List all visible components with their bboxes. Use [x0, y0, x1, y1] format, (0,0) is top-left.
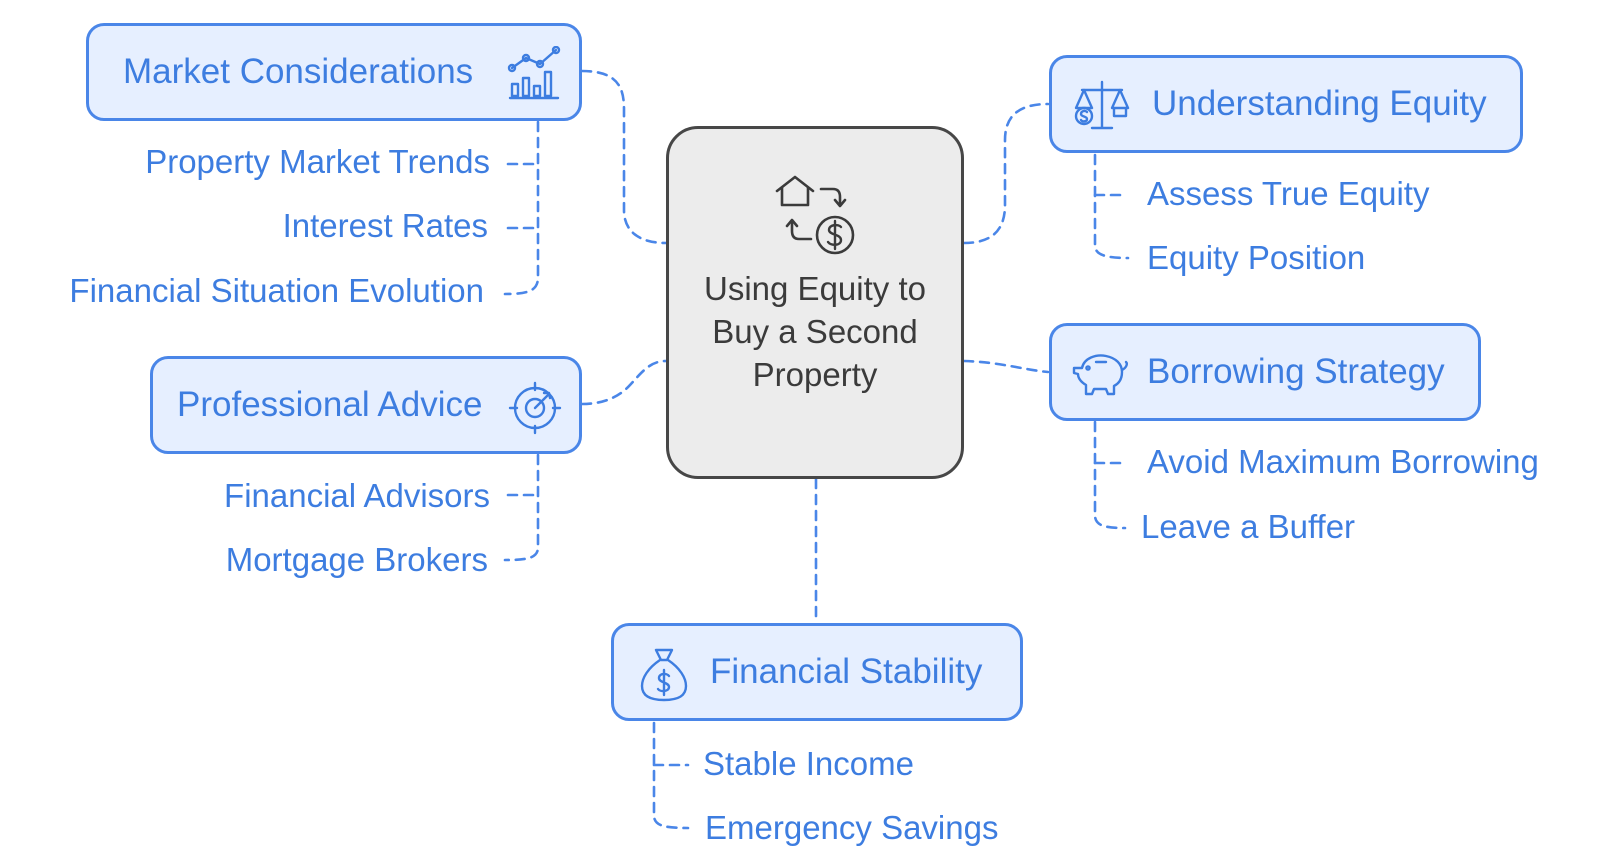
- leaf-avoid-maximum-borrowing: Avoid Maximum Borrowing: [1147, 443, 1539, 480]
- leaf-leave-a-buffer: Leave a Buffer: [1141, 508, 1356, 545]
- branch-label: Understanding Equity: [1152, 84, 1487, 123]
- piggy-bank-icon: [1072, 348, 1130, 398]
- branch-market-considerations[interactable]: Market Considerations: [86, 23, 582, 121]
- connector-market: [580, 69, 668, 245]
- leaf-property-market-trends: Property Market Trends: [145, 143, 490, 180]
- branch-label: Market Considerations: [123, 52, 474, 91]
- leaf-financial-advisors: Financial Advisors: [224, 477, 490, 514]
- money-bag-icon: [640, 646, 688, 702]
- leaf-equity-position: Equity Position: [1147, 239, 1366, 276]
- connector-equity-items: [1093, 153, 1130, 260]
- connector-professional: [580, 359, 668, 406]
- central-topic-title: Using Equity to Buy a Second Property: [704, 270, 926, 393]
- target-icon: [508, 381, 562, 435]
- branch-understanding-equity[interactable]: Understanding Equity: [1049, 55, 1523, 153]
- branch-professional-advice[interactable]: Professional Advice: [150, 356, 582, 454]
- connector-professional-items: [503, 453, 540, 562]
- central-topic: Using Equity to Buy a Second Property: [666, 126, 964, 479]
- scale-icon: [1074, 78, 1130, 134]
- branch-label: Financial Stability: [710, 652, 983, 691]
- leaf-mortgage-brokers: Mortgage Brokers: [225, 541, 488, 578]
- connector-market-items: [503, 120, 540, 296]
- leaf-financial-situation-evolution: Financial Situation Evolution: [69, 272, 484, 309]
- branch-label: Professional Advice: [177, 385, 483, 424]
- leaf-assess-true-equity: Assess True Equity: [1147, 175, 1430, 212]
- house-money-exchange-icon: [771, 169, 861, 259]
- branch-borrowing-strategy[interactable]: Borrowing Strategy: [1049, 323, 1481, 421]
- connector-stability-items: [652, 721, 690, 830]
- connector-equity: [962, 102, 1050, 245]
- branch-label: Borrowing Strategy: [1147, 352, 1445, 391]
- connector-borrowing-items: [1093, 420, 1127, 530]
- branch-financial-stability[interactable]: Financial Stability: [611, 623, 1023, 721]
- leaf-stable-income: Stable Income: [703, 745, 914, 782]
- chart-icon: [506, 46, 562, 100]
- connector-borrowing: [962, 359, 1050, 374]
- leaf-interest-rates: Interest Rates: [282, 207, 488, 244]
- leaf-emergency-savings: Emergency Savings: [705, 809, 999, 846]
